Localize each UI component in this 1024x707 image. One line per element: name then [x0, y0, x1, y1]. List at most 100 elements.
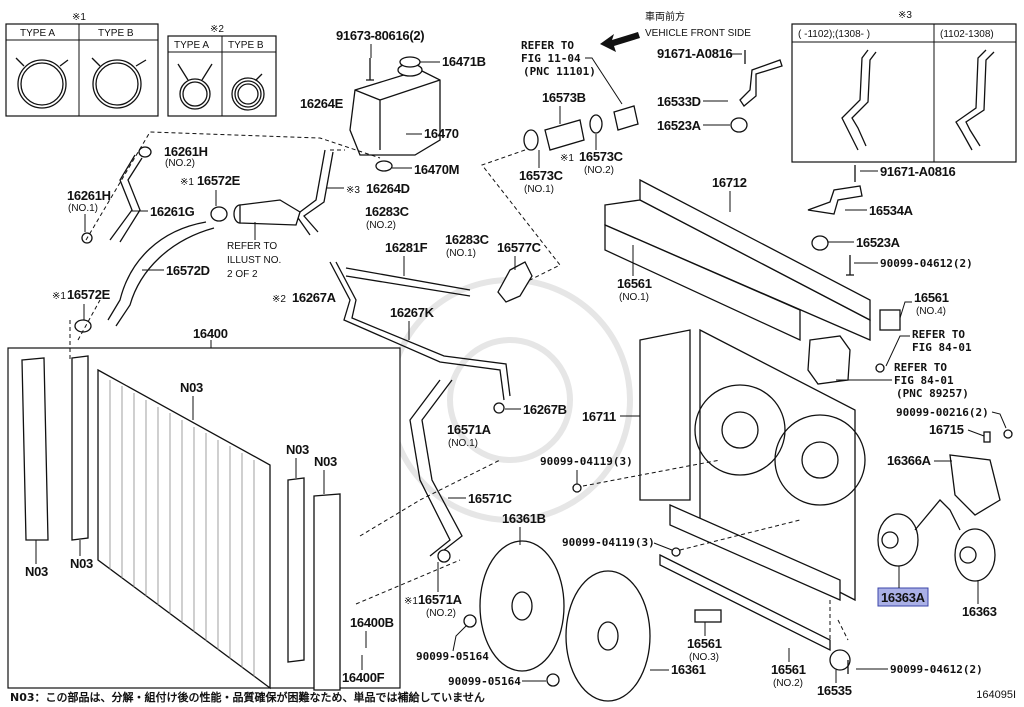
part-label: 16471B: [442, 54, 486, 69]
part-label: 16264E: [300, 96, 344, 111]
table-mark: ※2: [210, 24, 224, 35]
guide-lines: [69, 131, 849, 650]
part-label: 16561: [687, 636, 722, 651]
part-label: 90099-05164: [416, 650, 489, 663]
hose-variant-1-icon: [841, 49, 877, 151]
part-label: 16571C: [468, 491, 513, 506]
part-label: 91673-80616(2): [336, 28, 424, 43]
part-label: 90099-05164: [448, 675, 521, 688]
vehicle-front-indicator: 車両前方 VEHICLE FRONT SIDE: [600, 10, 751, 52]
refer-text: 2 OF 2: [227, 269, 258, 280]
refer-text: REFER TO: [227, 241, 277, 252]
clamp-table-2: ※2 TYPE A TYPE B: [167, 24, 277, 117]
screw-icon: [1003, 429, 1013, 439]
radiator-assembly-box: [7, 340, 401, 691]
footnote: N03：この部品は、分解・組付け後の性能・品質確保が困難なため、単品では補給して…: [10, 691, 485, 704]
part-label: 16264D: [366, 181, 410, 196]
hose-variant-2-icon: [955, 49, 995, 151]
part-label: 16571A: [418, 592, 463, 607]
brackets-right: [730, 50, 863, 276]
part-label: 90099-00216(2): [896, 406, 989, 419]
part-label: 16712: [712, 175, 747, 190]
part-label: 16523A: [657, 118, 702, 133]
part-sublabel: (NO.2): [165, 158, 195, 169]
part-label: 16400F: [342, 670, 385, 685]
part-label: 16400: [193, 326, 228, 341]
part-label: 16561: [617, 276, 652, 291]
part-label: N03: [180, 380, 203, 395]
part-sublabel: (NO.1): [446, 248, 476, 259]
part-label: 16573C: [579, 149, 624, 164]
direction-en: VEHICLE FRONT SIDE: [645, 28, 751, 39]
note-mark: ※3: [346, 185, 360, 196]
part-sublabel: (NO.2): [426, 608, 456, 619]
part-sublabel: (NO.1): [524, 184, 554, 195]
part-label: 16715: [929, 422, 964, 437]
refer-text: (PNC 89257): [896, 387, 969, 400]
fan-shroud-assembly: [604, 178, 901, 652]
fan-motors: [877, 454, 1001, 582]
clip-icon: [983, 431, 991, 443]
screw-icon: [572, 483, 582, 493]
part-label: 16261H: [164, 144, 208, 159]
arrow-left-icon: [600, 32, 640, 52]
part-label: 16535: [817, 683, 852, 698]
column-label: TYPE B: [98, 28, 134, 39]
part-label: 16572D: [166, 263, 210, 278]
screw-icon: [875, 363, 885, 373]
part-labels: 91673-80616(2) 16471B 16264E 16470 16470…: [25, 28, 1013, 698]
part-label: 16261H: [67, 188, 111, 203]
part-label: 16267A: [292, 290, 337, 305]
refer-text: ILLUST NO.: [227, 255, 281, 266]
note-mark: ※1: [404, 596, 418, 607]
part-label: 16577C: [497, 240, 542, 255]
part-label: 16470: [424, 126, 459, 141]
part-label: N03: [70, 556, 93, 571]
note-mark: ※2: [272, 294, 286, 305]
part-label: 16361: [671, 662, 706, 677]
part-sublabel: (NO.3): [689, 652, 719, 663]
reservoir-tank: [349, 56, 441, 172]
table-mark: ※3: [898, 10, 912, 21]
refer-text: FIG 11-04: [521, 52, 581, 65]
table-mark: ※1: [72, 12, 86, 23]
direction-jp: 車両前方: [645, 10, 685, 23]
part-label: 16363: [962, 604, 997, 619]
note-mark: ※1: [52, 291, 66, 302]
part-label: 16572E: [197, 173, 241, 188]
part-sublabel: (NO.1): [448, 438, 478, 449]
refer-text: REFER TO: [521, 39, 574, 52]
part-label: 16523A: [856, 235, 901, 250]
part-label: 16571A: [447, 422, 492, 437]
part-label: 16572E: [67, 287, 111, 302]
part-label: 16261G: [150, 204, 195, 219]
part-label: 16561: [771, 662, 806, 677]
part-label: N03: [25, 564, 48, 579]
part-label: 16561: [914, 290, 949, 305]
refer-text: REFER TO: [894, 361, 947, 374]
part-label-selected[interactable]: 16363A: [881, 590, 926, 605]
part-label: 90099-04119(3): [540, 455, 633, 468]
hoses-upper-left: [74, 146, 533, 614]
part-label: N03: [286, 442, 309, 457]
part-label: 90099-04119(3): [562, 536, 655, 549]
part-label: 16470M: [414, 162, 459, 177]
clamp-type-a-icon: [15, 57, 69, 109]
part-label: 16283C: [365, 204, 410, 219]
figure-id: 164095I: [976, 689, 1016, 701]
selected-part-highlight[interactable]: 16363A: [877, 587, 929, 607]
refer-text: FIG 84-01: [912, 341, 972, 354]
part-label: 91671-A0816: [880, 164, 956, 179]
part-label: 90099-04612(2): [890, 663, 983, 676]
part-label: 16361B: [502, 511, 546, 526]
part-sublabel: (NO.2): [366, 220, 396, 231]
screw-icon: [671, 547, 681, 557]
part-label: 90099-04612(2): [880, 257, 973, 270]
column-label: (1102-1308): [940, 29, 994, 40]
hose-joint-assembly: [481, 105, 639, 281]
part-label: 16573C: [519, 168, 564, 183]
clamp-type-a-icon: [177, 63, 213, 110]
part-sublabel: (NO.4): [916, 306, 946, 317]
part-sublabel: (NO.2): [584, 165, 614, 176]
